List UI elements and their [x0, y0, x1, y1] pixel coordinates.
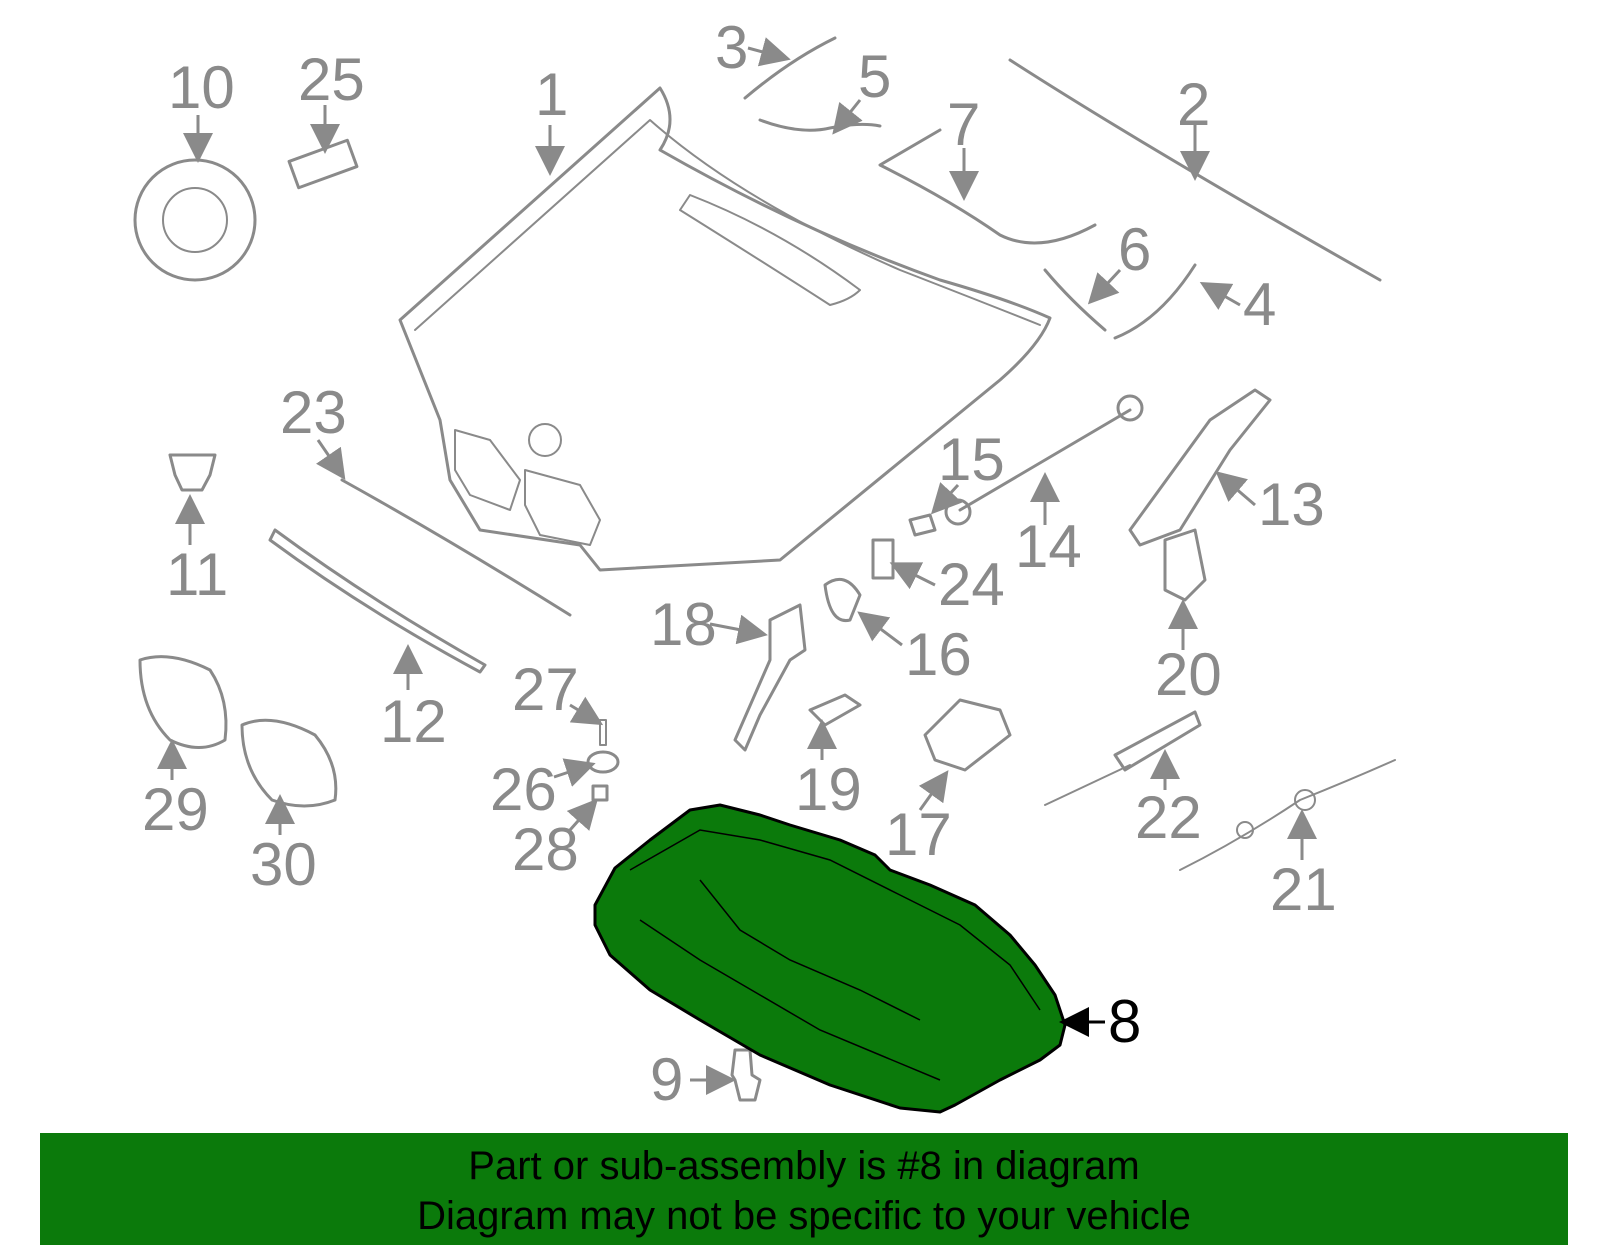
- callout-20[interactable]: 20: [1155, 641, 1222, 708]
- callout-5[interactable]: 5: [858, 43, 891, 110]
- latch-18[interactable]: [733, 603, 807, 752]
- cap-26[interactable]: [586, 750, 620, 774]
- footer-line-1: Part or sub-assembly is #8 in diagram: [468, 1144, 1140, 1188]
- callout-18[interactable]: 18: [650, 591, 717, 658]
- emblem-10[interactable]: [133, 158, 257, 282]
- footer-banner: Part or sub-assembly is #8 in diagram Di…: [40, 1133, 1568, 1245]
- callout-19[interactable]: 19: [795, 756, 862, 823]
- callout-16[interactable]: 16: [905, 621, 972, 688]
- callout-7[interactable]: 7: [947, 91, 980, 158]
- kidney-grille-29[interactable]: [138, 655, 228, 749]
- bracket-20[interactable]: [1163, 528, 1207, 602]
- nut-28[interactable]: [591, 784, 609, 802]
- hood-insulation-8[interactable]: [593, 803, 1067, 1114]
- callout-2[interactable]: 2: [1177, 71, 1210, 138]
- bracket-16[interactable]: [823, 577, 862, 623]
- clip-19[interactable]: [808, 693, 862, 727]
- callout-6[interactable]: 6: [1118, 216, 1151, 283]
- callout-1[interactable]: 1: [535, 61, 568, 128]
- callout-3[interactable]: 3: [715, 14, 748, 81]
- callout-15[interactable]: 15: [938, 426, 1005, 493]
- grommet-11[interactable]: [168, 453, 217, 492]
- seal-strip-3[interactable]: [743, 36, 837, 100]
- clip-25[interactable]: [287, 138, 359, 190]
- seal-strip-2[interactable]: [1008, 58, 1382, 282]
- callout-labels: 1 2 3 4 5 6 7 8 9 10 11 12 13 14 15 16 1…: [142, 14, 1337, 1113]
- callout-4[interactable]: 4: [1243, 271, 1276, 338]
- clip-9[interactable]: [730, 1048, 762, 1102]
- bolt-15[interactable]: [908, 513, 937, 537]
- callout-13[interactable]: 13: [1258, 471, 1325, 538]
- callout-12[interactable]: 12: [380, 688, 447, 755]
- callout-24[interactable]: 24: [938, 551, 1005, 618]
- callout-17[interactable]: 17: [885, 801, 952, 868]
- callout-26[interactable]: 26: [490, 756, 557, 823]
- callout-arrows: [157, 37, 1317, 1095]
- hood-part[interactable]: [398, 86, 1052, 572]
- callout-23[interactable]: 23: [280, 379, 347, 446]
- callout-28[interactable]: 28: [512, 816, 579, 883]
- seal-strip-5[interactable]: [758, 118, 882, 132]
- lock-17[interactable]: [923, 698, 1012, 772]
- cable-22[interactable]: [1044, 710, 1202, 806]
- seal-6[interactable]: [1043, 268, 1107, 332]
- callout-25[interactable]: 25: [298, 46, 365, 113]
- callout-9[interactable]: 9: [650, 1046, 683, 1113]
- callout-8[interactable]: 8: [1108, 988, 1141, 1055]
- seal-7[interactable]: [878, 128, 1097, 245]
- kidney-grille-30[interactable]: [240, 718, 338, 808]
- callout-27[interactable]: 27: [512, 656, 579, 723]
- buffer-24[interactable]: [871, 538, 895, 580]
- screw-27[interactable]: [599, 719, 607, 746]
- seal-23[interactable]: [340, 478, 572, 617]
- footer-line-2: Diagram may not be specific to your vehi…: [417, 1194, 1191, 1238]
- callout-21[interactable]: 21: [1270, 856, 1337, 923]
- seal-4[interactable]: [1113, 263, 1197, 340]
- callout-22[interactable]: 22: [1135, 784, 1202, 851]
- callout-29[interactable]: 29: [142, 776, 209, 843]
- cable-21[interactable]: [1179, 759, 1396, 871]
- callout-30[interactable]: 30: [250, 831, 317, 898]
- callout-11[interactable]: 11: [166, 541, 228, 608]
- hinge-13[interactable]: [1128, 388, 1272, 547]
- callout-14[interactable]: 14: [1015, 513, 1082, 580]
- callout-10[interactable]: 10: [168, 54, 235, 121]
- grille-strip-12[interactable]: [268, 528, 487, 674]
